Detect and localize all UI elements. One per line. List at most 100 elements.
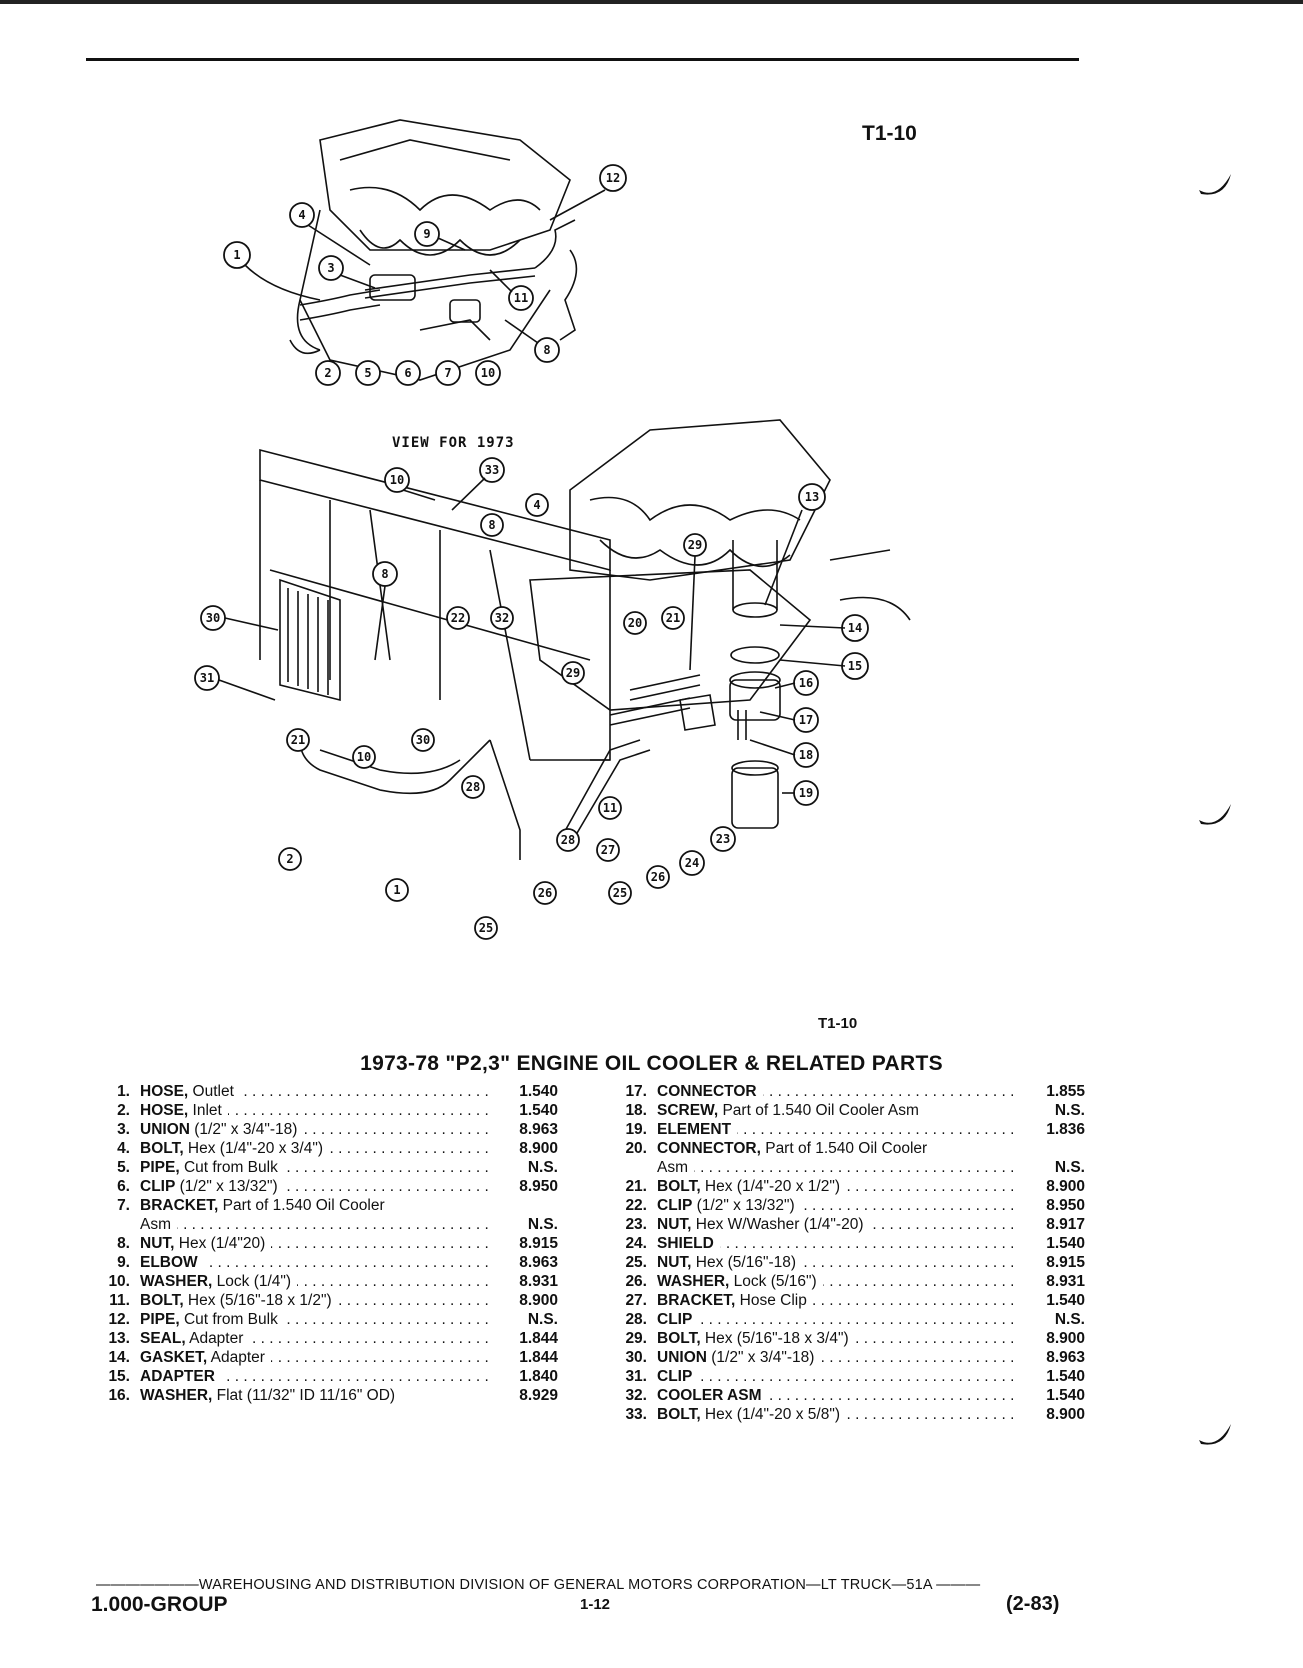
part-name: GASKET, xyxy=(140,1349,208,1366)
part-name: WASHER, xyxy=(140,1387,213,1404)
part-group-code: 8.915 xyxy=(1046,1254,1085,1271)
parts-row: 23.NUT, Hex W/Washer (1/4"-20)8.917 xyxy=(605,1215,1085,1234)
part-group-code: N.S. xyxy=(527,1216,558,1233)
part-group-code: 8.900 xyxy=(1046,1178,1085,1195)
callout-number: 19 xyxy=(799,786,813,800)
part-number: 22. xyxy=(625,1197,647,1214)
parts-row: 26.WASHER, Lock (5/16")8.931 xyxy=(605,1272,1085,1291)
part-group-code: N.S. xyxy=(1054,1102,1085,1119)
part-description: Cut from Bulk xyxy=(179,1159,281,1176)
part-number: 17. xyxy=(625,1083,647,1100)
parts-row: 12.PIPE, Cut from BulkN.S. xyxy=(88,1310,558,1329)
part-number: 26. xyxy=(625,1273,647,1290)
part-number: 19. xyxy=(625,1121,647,1138)
callout-number: 10 xyxy=(481,366,495,380)
part-description: (1/2" x 13/32") xyxy=(175,1178,281,1195)
parts-row: 19.ELEMENT1.836 xyxy=(605,1120,1085,1139)
parts-row: 13.SEAL, Adapter1.844 xyxy=(88,1329,558,1348)
parts-row: 11. BOLT, Hex (5/16"-18 x 1/2") 8.900 xyxy=(88,1291,558,1310)
part-name: CLIP xyxy=(657,1197,693,1214)
part-number: 28. xyxy=(625,1311,647,1328)
figure-code-bottom: T1-10 xyxy=(818,1015,858,1032)
part-name: PIPE, xyxy=(140,1159,180,1176)
part-name: BOLT, xyxy=(657,1178,701,1195)
part-number: 31. xyxy=(625,1368,647,1385)
part-description: Hex (1/4"-20 x 1/2") xyxy=(700,1178,843,1195)
parts-row: 2.HOSE, Inlet1.540 xyxy=(88,1101,558,1120)
callout-number: 24 xyxy=(685,856,699,870)
part-group-code: 8.900 xyxy=(1046,1330,1085,1347)
callout-number: 18 xyxy=(799,748,813,762)
part-name: CONNECTOR, xyxy=(657,1140,761,1157)
part-number: 24. xyxy=(625,1235,647,1252)
part-number: 4. xyxy=(117,1140,130,1157)
part-name: UNION xyxy=(657,1349,707,1366)
callout-number: 5 xyxy=(364,366,371,380)
part-group-code: 8.917 xyxy=(1046,1216,1085,1233)
part-name: BOLT, xyxy=(140,1140,184,1157)
part-name: ELBOW xyxy=(140,1254,198,1271)
callout-number: 15 xyxy=(848,659,862,673)
part-group-code: 1.840 xyxy=(519,1368,558,1385)
callout-number: 1 xyxy=(393,883,400,897)
part-group-code: N.S. xyxy=(527,1311,558,1328)
part-description xyxy=(731,1121,735,1138)
part-number: 33. xyxy=(625,1406,647,1423)
parts-row: 16.WASHER, Flat (11/32" ID 11/16" OD)8.9… xyxy=(88,1386,558,1405)
parts-row: 8.NUT, Hex (1/4"20)8.915 xyxy=(88,1234,558,1253)
part-group-code: 8.900 xyxy=(519,1292,558,1309)
part-name: CONNECTOR xyxy=(657,1083,757,1100)
callout-number: 4 xyxy=(298,208,305,222)
callout-number: 9 xyxy=(423,227,430,241)
part-number: 30. xyxy=(625,1349,647,1366)
parts-row: 28.CLIPN.S. xyxy=(605,1310,1085,1329)
cooler-assembly-drawing xyxy=(279,578,651,860)
part-name: WASHER, xyxy=(657,1273,730,1290)
part-number: 14. xyxy=(108,1349,130,1366)
parts-row: 1.HOSE, Outlet1.540 xyxy=(88,1082,558,1101)
part-group-code: 8.963 xyxy=(519,1121,558,1138)
part-group-code: 8.931 xyxy=(519,1273,558,1290)
callout-number: 29 xyxy=(566,666,580,680)
callout-number: 28 xyxy=(466,780,480,794)
part-name: COOLER ASM xyxy=(657,1387,762,1404)
callout-number: 1 xyxy=(233,248,240,262)
part-number: 15. xyxy=(108,1368,130,1385)
part-description: Part of 1.540 Oil Cooler xyxy=(760,1140,931,1157)
part-number: 20. xyxy=(625,1140,647,1157)
part-name: BOLT, xyxy=(140,1292,184,1309)
parts-row: 3.UNION (1/2" x 3/4"-18)8.963 xyxy=(88,1120,558,1139)
part-group-code: 8.929 xyxy=(519,1387,558,1404)
callout-number: 25 xyxy=(613,886,627,900)
part-group-code xyxy=(490,1196,558,1215)
part-number xyxy=(605,1158,647,1177)
part-number: 27. xyxy=(625,1292,647,1309)
part-description: (1/2" x 3/4"-18) xyxy=(189,1121,301,1138)
part-name: NUT, xyxy=(657,1216,692,1233)
callout-number: 23 xyxy=(716,832,730,846)
part-group-code: 1.844 xyxy=(519,1349,558,1366)
part-description: Adapter xyxy=(185,1330,247,1347)
part-number: 12. xyxy=(108,1311,130,1328)
part-group-code xyxy=(1017,1139,1085,1158)
callout-number: 10 xyxy=(390,473,404,487)
part-description xyxy=(756,1083,760,1100)
part-group-code: N.S. xyxy=(1054,1159,1085,1176)
callout-number: 25 xyxy=(479,921,493,935)
oil-cooler-exploded-diagram: 1439121182567101033481329820212232141530… xyxy=(194,119,911,940)
callout-number: 11 xyxy=(603,801,617,815)
parts-row: 6.CLIP (1/2" x 13/32")8.950 xyxy=(88,1177,558,1196)
callout-number: 3 xyxy=(327,261,334,275)
part-description xyxy=(692,1368,696,1385)
part-group-code: 8.900 xyxy=(1046,1406,1085,1423)
part-number: 11. xyxy=(109,1292,130,1309)
part-name: SEAL, xyxy=(140,1330,186,1347)
part-group-code: 8.950 xyxy=(1046,1197,1085,1214)
part-number: 23. xyxy=(625,1216,647,1233)
parts-row: 32.COOLER ASM1.540 xyxy=(605,1386,1085,1405)
callout-number: 26 xyxy=(651,870,665,884)
part-description: Hex (5/16"-18 x 1/2") xyxy=(183,1292,335,1309)
callout-bubbles xyxy=(223,164,627,386)
part-group-code: 8.900 xyxy=(519,1140,558,1157)
